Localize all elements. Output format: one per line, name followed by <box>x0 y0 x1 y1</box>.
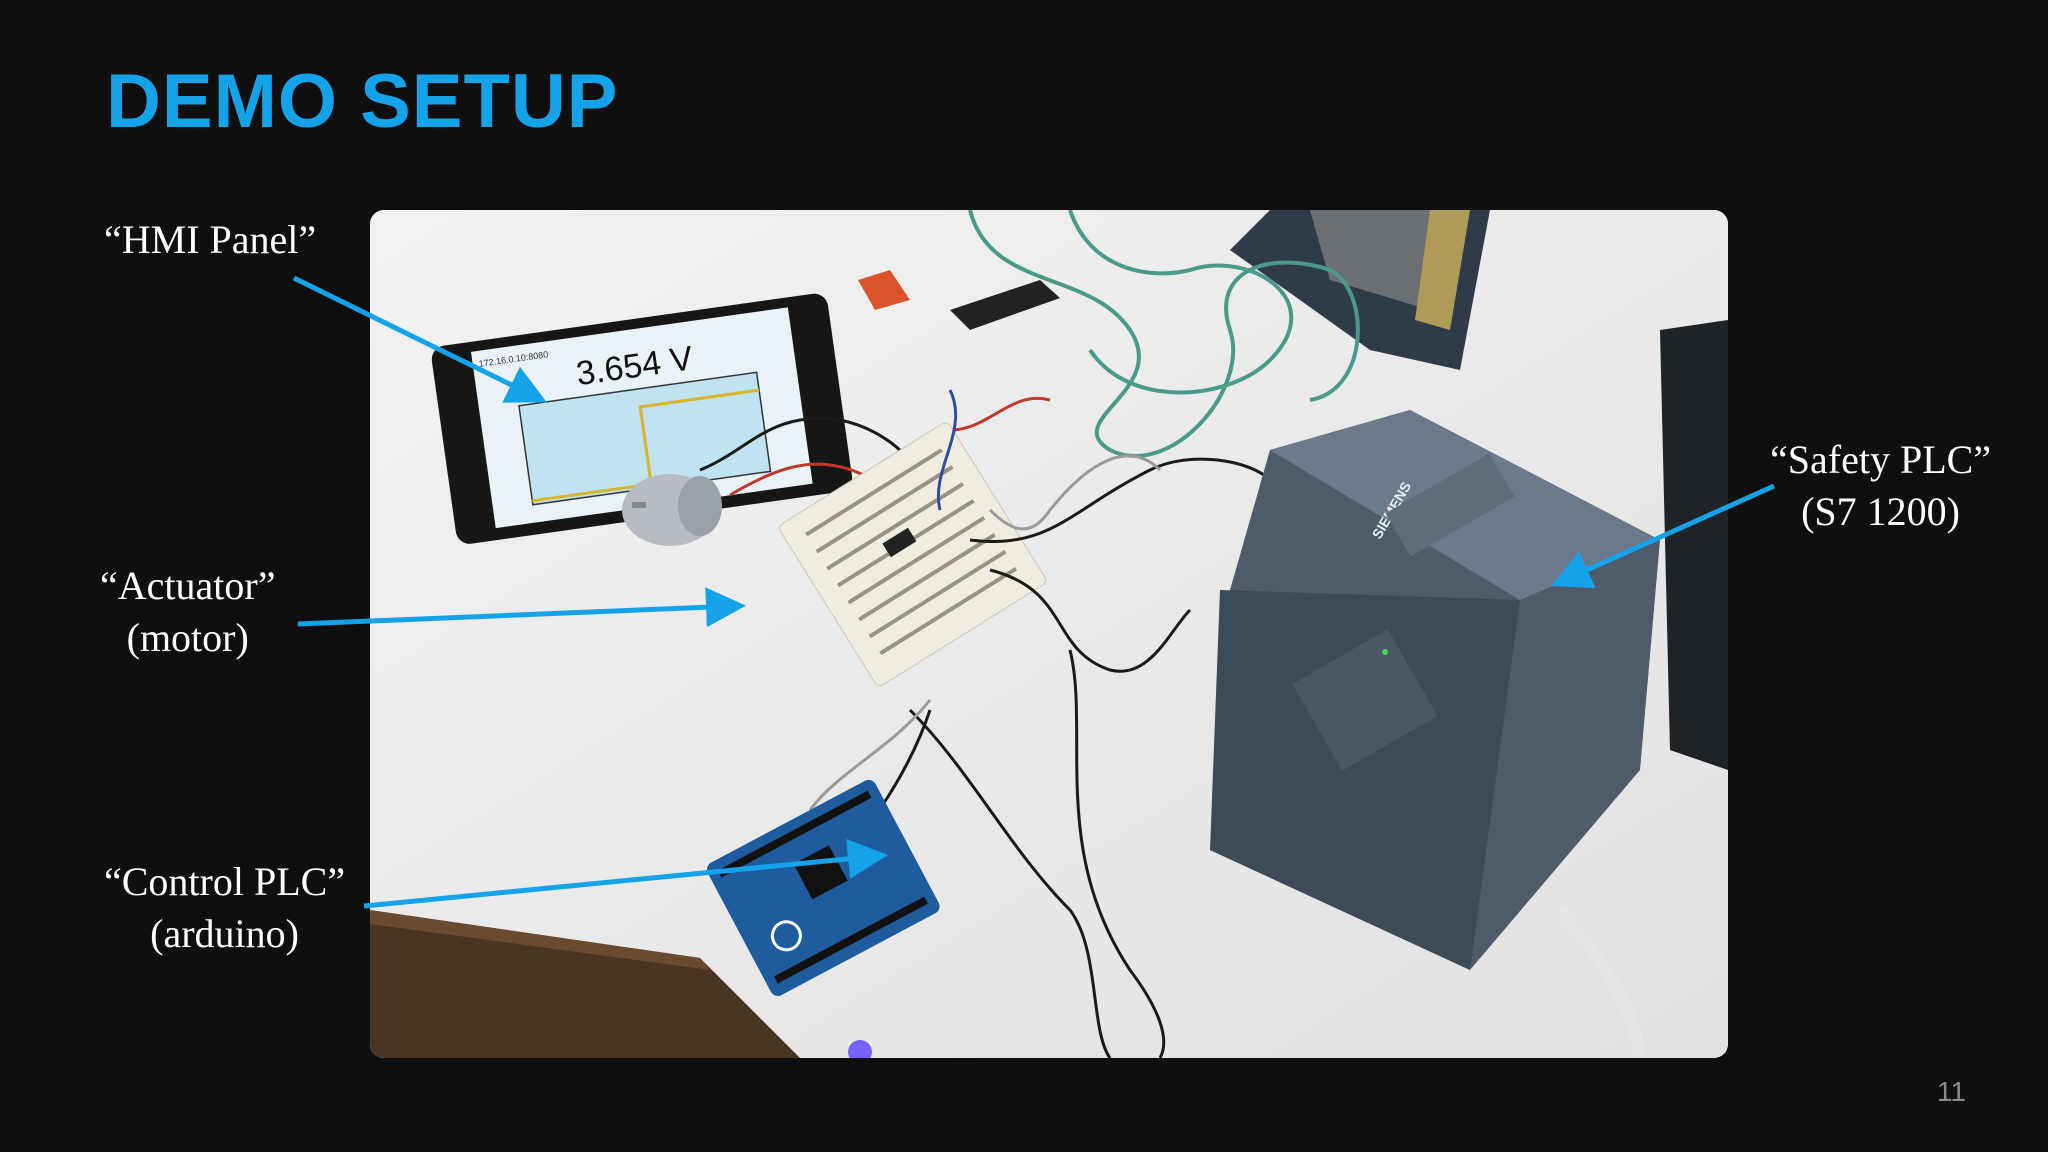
label-safety-plc: “Safety PLC” (S7 1200) <box>1770 434 1991 538</box>
label-safety-plc-line1: “Safety PLC” <box>1770 437 1992 482</box>
slide-title: DEMO SETUP <box>106 59 619 144</box>
red-clip <box>858 270 910 310</box>
motor <box>622 474 722 546</box>
label-hmi-panel-line1: “HMI Panel” <box>104 217 317 262</box>
breadboard <box>779 422 1047 687</box>
photo-illustration: 172.16.0.10:8080 3.654 V <box>370 210 1728 1058</box>
label-actuator-line2: (motor) <box>126 615 249 660</box>
label-actuator: “Actuator” (motor) <box>100 560 275 664</box>
label-control-plc-line1: “Control PLC” <box>104 859 346 904</box>
label-control-plc-line2: (arduino) <box>150 911 299 956</box>
label-hmi-panel: “HMI Panel” <box>104 214 316 266</box>
label-control-plc: “Control PLC” (arduino) <box>104 856 345 960</box>
label-safety-plc-line2: (S7 1200) <box>1801 489 1960 534</box>
demo-setup-photo: 172.16.0.10:8080 3.654 V <box>370 210 1728 1058</box>
page-number: 11 <box>1936 1076 1966 1107</box>
label-actuator-line1: “Actuator” <box>100 563 276 608</box>
siemens-plc: SIEMENS <box>1210 410 1660 970</box>
black-clip <box>950 280 1060 330</box>
wood-edge <box>370 910 800 1058</box>
